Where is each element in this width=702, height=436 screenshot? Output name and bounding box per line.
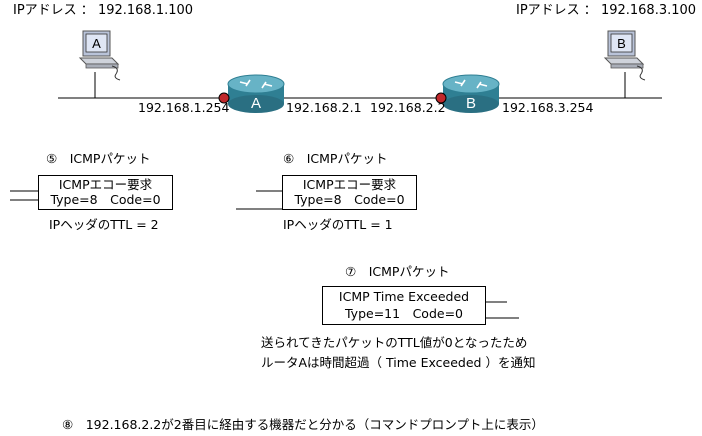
packet5-message-type: ICMPエコー要求 — [58, 177, 153, 192]
packet7-title: ⑦ ICMPパケット — [345, 264, 450, 279]
packet7-note-line1: 送られてきたパケットのTTL値が0となったため — [261, 335, 528, 350]
router-b-letter: B — [466, 95, 476, 112]
router-a-letter: A — [251, 95, 261, 112]
host-a-letter: A — [92, 36, 101, 51]
host-b-computer-icon: B — [603, 30, 646, 81]
router-b-icon: B — [442, 74, 500, 113]
router-a-interface-dot — [218, 92, 230, 104]
packet6-type-code: Type=8 Code=0 — [294, 192, 405, 207]
packet7-box: ICMP Time Exceeded Type=11 Code=0 — [322, 286, 486, 325]
packet5-ttl-note: IPヘッダのTTL = 2 — [49, 217, 159, 232]
packet7-note-line2: ルータAは時間超過（ Time Exceeded ）を通知 — [261, 355, 536, 370]
host-b-ip-label: IPアドレス ： 192.168.3.100 — [516, 3, 697, 18]
router-b-interface-dot — [435, 92, 447, 104]
packet5-type-code: Type=8 Code=0 — [50, 192, 161, 207]
packet5-box: ICMPエコー要求 Type=8 Code=0 — [38, 175, 173, 210]
host-a-computer-icon: A — [78, 30, 121, 81]
host-a-ip-label: IPアドレス ： 192.168.1.100 — [13, 3, 194, 18]
router-a-icon: A — [227, 74, 285, 113]
packet5-title: ⑤ ICMPパケット — [46, 151, 151, 166]
packet6-ttl-note: IPヘッダのTTL = 1 — [283, 217, 393, 232]
router-a-left-ip: 192.168.1.254 — [138, 100, 230, 115]
router-b-left-ip: 192.168.2.2 — [370, 100, 446, 115]
router-b-right-ip: 192.168.3.254 — [502, 100, 594, 115]
packet6-box: ICMPエコー要求 Type=8 Code=0 — [282, 175, 417, 210]
router-a-right-ip: 192.168.2.1 — [286, 100, 362, 115]
packet7-type-code: Type=11 Code=0 — [344, 306, 464, 321]
host-b-letter: B — [617, 36, 626, 51]
step8-result: ⑧ 192.168.2.2が2番目に経由する機器だと分かる（コマンドプロンプト上… — [62, 417, 544, 432]
packet7-message-type: ICMP Time Exceeded — [338, 289, 470, 304]
packet6-title: ⑥ ICMPパケット — [283, 151, 388, 166]
packet6-message-type: ICMPエコー要求 — [302, 177, 397, 192]
